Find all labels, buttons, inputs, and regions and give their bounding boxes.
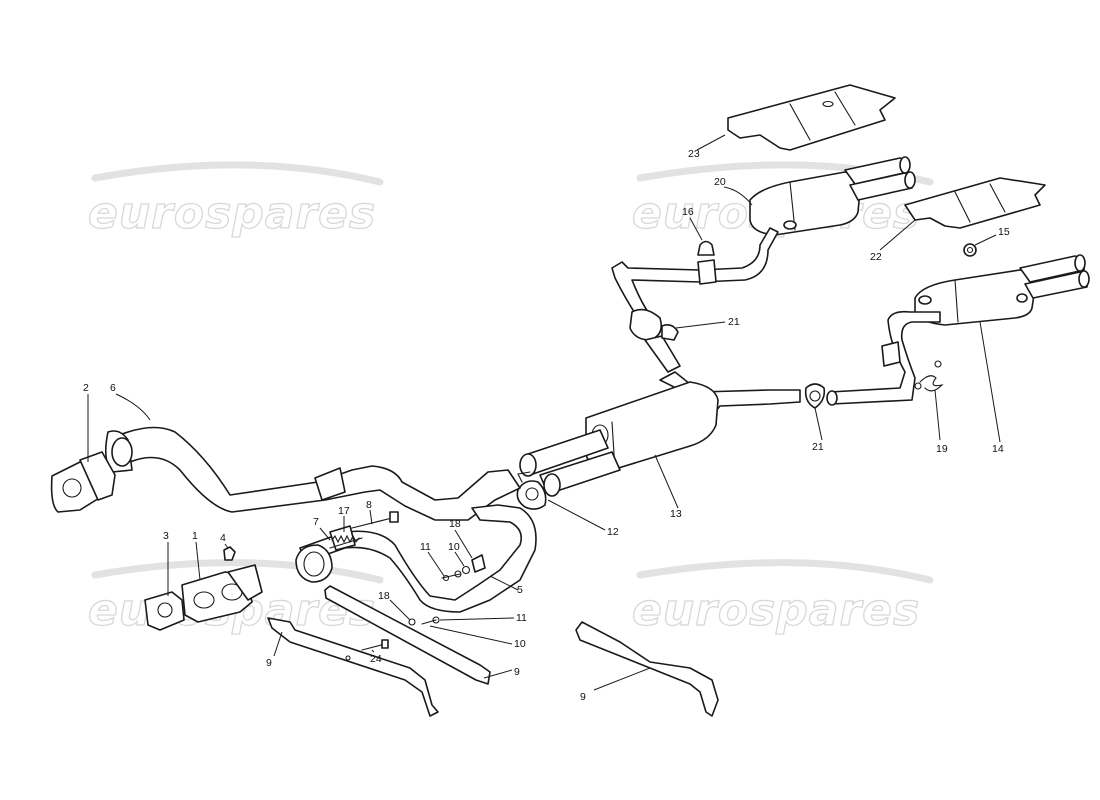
bracket-9-middle [324,585,491,685]
heat-shield-23 [727,84,896,151]
callout-13: 13 [670,508,682,520]
watermark-top-left: eurospares [87,161,384,240]
rubber-ring-15 [963,243,977,257]
manifold-1 [181,564,263,623]
central-silencer-13 [519,371,801,497]
rear-silencer-14 [914,254,1090,326]
gasket-21-upper [661,324,679,341]
callout-6: 6 [110,382,116,394]
callout-5: 5 [517,584,523,596]
rear-silencer-20 [749,156,916,236]
bracket-9-left [267,617,439,717]
callout-19: 19 [936,443,948,455]
callout-2: 2 [83,382,89,394]
callout-21-upper: 21 [728,316,740,328]
bolt-11-lower [408,616,440,626]
callout-10-upper: 10 [448,541,460,553]
heat-shield-22 [904,177,1046,229]
bracket-9-right [575,621,719,717]
callout-7: 7 [313,516,319,528]
clamp-12 [516,471,547,510]
washer-10-upper [461,565,471,575]
hanger-19 [914,360,944,392]
bolt-11-upper [441,554,486,582]
callout-9-right: 9 [580,691,586,703]
bolt-8 [351,511,399,529]
clamp-16 [697,240,715,256]
flange-2 [50,451,116,513]
gasket-3 [144,591,185,631]
bolt-24 [361,639,389,651]
gasket-21-right [804,383,826,409]
right-rear-pipe [826,310,941,406]
callout-9-left: 9 [266,657,272,669]
callout-21-lower: 21 [812,441,824,453]
callout-4: 4 [220,532,226,544]
callout-18-lower: 18 [378,590,390,602]
left-rear-pipe [611,227,779,373]
callout-24: 24 [370,653,382,665]
callout-14: 14 [992,443,1004,455]
callout-12: 12 [607,526,619,538]
callout-11-lower: 11 [516,612,527,624]
callout-20: 20 [714,176,726,188]
callout-17: 17 [338,505,350,517]
callout-15: 15 [998,226,1010,238]
callouts: 23 20 16 22 15 21 21 19 14 13 12 2 6 3 1… [83,134,1010,703]
watermark-text: eurospares [632,585,920,636]
callout-8: 8 [366,499,372,511]
spring-17 [329,534,363,549]
nut-4 [223,546,236,561]
callout-23: 23 [688,148,700,160]
watermark-bottom-right: eurospares [631,559,934,637]
flange-7 [295,544,333,583]
callout-3: 3 [163,530,169,542]
callout-22: 22 [870,251,882,263]
watermark-text: eurospares [88,188,376,239]
front-pipe-6 [104,426,521,521]
callout-9-middle: 9 [514,666,520,678]
callout-1: 1 [192,530,198,542]
callout-16: 16 [682,206,694,218]
callout-18-upper: 18 [449,518,461,530]
callout-11-upper: 11 [420,541,431,553]
callout-10-lower: 10 [514,638,526,650]
